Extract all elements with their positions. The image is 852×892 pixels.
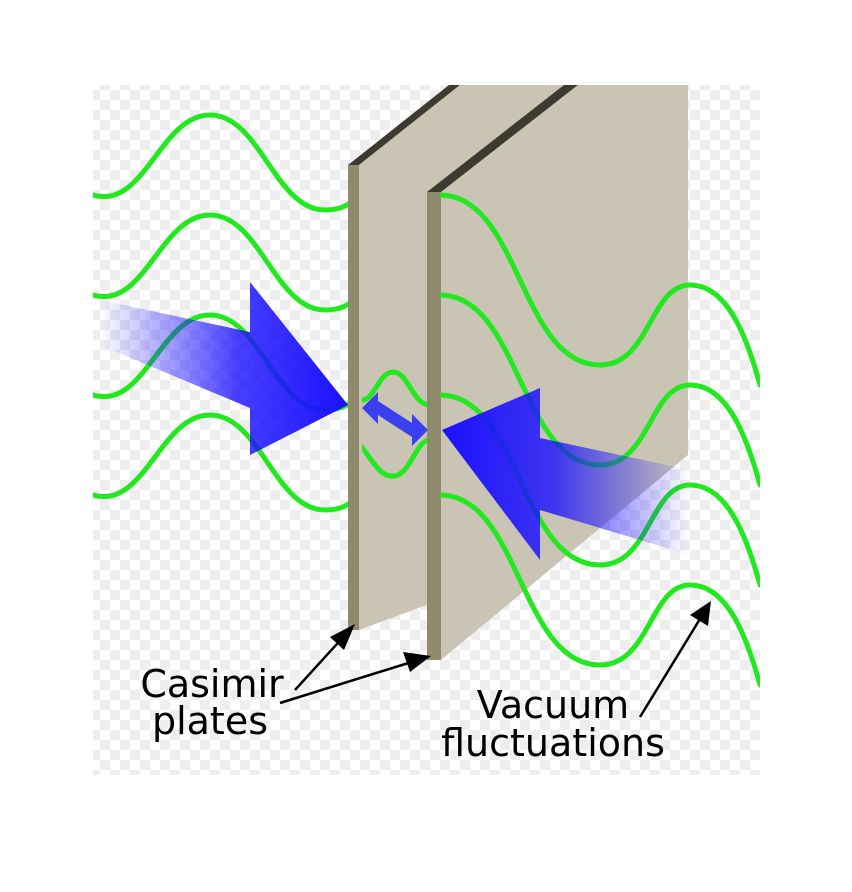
plate-1-top-edge (348, 85, 460, 165)
waves-right (440, 192, 760, 688)
plate-2-face (441, 85, 688, 660)
annotation-arrow-fluctuations (638, 613, 705, 718)
arrowhead-plate-2 (403, 652, 431, 672)
annotation-arrows (279, 601, 711, 718)
plate-2-top-edge (427, 85, 578, 192)
label-casimir: Casimir (140, 662, 284, 706)
wave-left-1 (93, 112, 350, 213)
wave-gap-1 (362, 369, 428, 408)
wave-right-2 (440, 292, 760, 488)
label-vacuum: Vacuum (477, 683, 629, 727)
plate-1-side-edge (348, 165, 359, 630)
wave-right-1 (440, 192, 760, 388)
wave-left-2 (93, 212, 350, 313)
wave-gap-2 (362, 437, 428, 479)
wave-left-4 (93, 412, 350, 513)
arrowhead-plate-1 (330, 624, 355, 650)
pressure-arrow-left-icon (442, 388, 690, 560)
annotation-arrow-plate-2 (279, 658, 419, 705)
label-plates: plates (152, 699, 268, 743)
double-arrow-icon (362, 392, 428, 446)
arrowhead-fluctuations (690, 601, 711, 626)
casimir-plate-2 (427, 85, 688, 660)
pressure-arrow-right-icon (100, 282, 348, 455)
label-fluctuations: fluctuations (441, 721, 665, 765)
waves-gap (362, 369, 428, 479)
wave-right-4 (440, 492, 760, 688)
plate-2-side-edge (427, 192, 441, 660)
